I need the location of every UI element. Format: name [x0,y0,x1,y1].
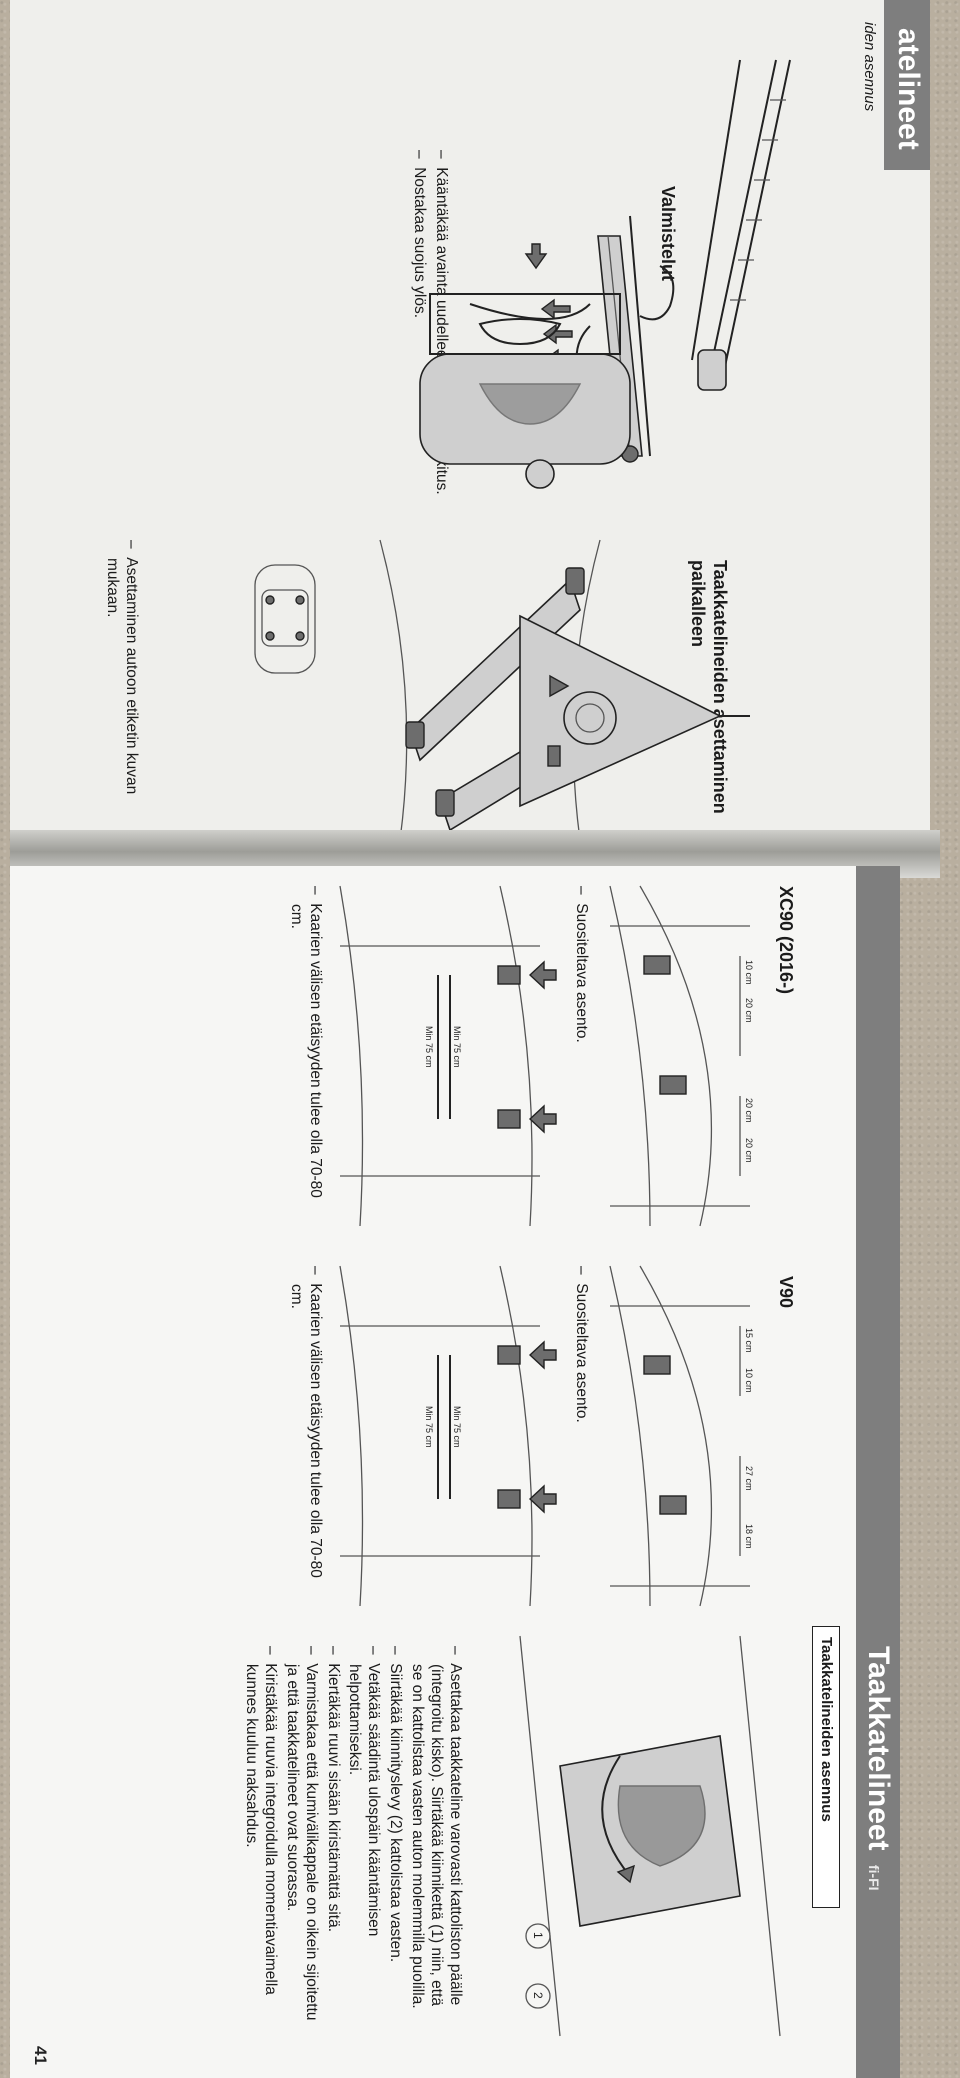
right-header-title: Taakkatelineet fi-FI [859,1646,896,1891]
xc90-dim-4: 20 cm [744,1138,754,1163]
arrow-down-icon [540,298,571,320]
v90-dim-3: 27 cm [744,1466,754,1491]
page-number: 41 [31,2046,50,2065]
xc90-bullet-position: Suositeltava asento. [568,886,590,1186]
v90-dim-4: 18 cm [744,1524,754,1549]
right-header-title-text: Taakkatelineet [862,1646,895,1851]
section-tab-label: Taakkatelineiden asennus [818,1637,835,1822]
placement-bullets: Asettaminen autoon etiketin kuvan mukaan… [99,540,140,830]
xc90-dim-3: 20 cm [744,1098,754,1123]
v90-bullet-distance-text: Kaarien välisen etäisyyden tulee olla 70… [286,1266,324,1596]
instruction-6: Kiristäkää ruuvia integroidulla momentia… [241,1646,279,2026]
v90-heading: V90 [776,1276,796,1309]
right-header-bar [856,866,900,2078]
v90-min-1: Min 75 cm [452,1406,462,1448]
warning-triangle-icon [549,674,570,698]
section-tab: Taakkatelineiden asennus [812,1626,840,1908]
xc90-min-2: Min 75 cm [424,1026,434,1068]
lock-mechanism-illustration [419,243,631,489]
xc90-dim-1: 10 cm [744,960,754,985]
label-sticker-illustration [519,614,750,808]
instruction-3: Vetäkää säädintä ulospäin kääntämisen he… [345,1646,382,2026]
right-header-lang: fi-FI [866,1864,882,1891]
xc90-side-diagram: Min 75 cm Min 75 cm [339,885,557,1227]
mounting-closeup-illustration: 1 2 [519,1635,781,2037]
xc90-bullet-distance-text: Kaarien välisen etäisyyden tulee olla 70… [286,886,324,1216]
xc90-bullet-position-text: Suositeltava asento. [571,886,590,1186]
xc90-heading: XC90 (2016-) [776,886,796,995]
v90-dim-1: 15 cm [744,1328,754,1353]
xc90-min-1: Min 75 cm [452,1026,462,1068]
arrow-down-icon [528,960,557,990]
instruction-1: Asettakaa taakkateline varovasti kattoli… [407,1646,464,2026]
xc90-dim-2: 20 cm [744,998,754,1023]
v90-top-diagram: 15 cm 10 cm 27 cm 18 cm [609,1265,754,1607]
xc90-bullet-distance: Kaarien välisen etäisyyden tulee olla 70… [283,886,324,1216]
instruction-5: Varmistakaa että kumivälikappale on oike… [282,1646,320,2026]
roof-bar-top-illustration [691,59,791,391]
v90-bullet-position-text: Suositeltava asento. [571,1266,590,1566]
right-page: Taakkatelineet fi-FI Taakkatelineiden as… [10,866,900,2078]
instructions-list: Asettakaa taakkateline varovasti kattoli… [238,1646,464,2026]
callout-2: 2 [531,1992,545,1999]
v90-side-diagram: Min 75 cm Min 75 cm [339,1265,557,1607]
v90-dim-2: 10 cm [744,1368,754,1393]
placement-bullet-1: Asettaminen autoon etiketin kuvan mukaan… [102,540,140,830]
callout-1: 1 [531,1932,545,1939]
xc90-top-diagram: 10 cm 20 cm 20 cm 20 cm [609,885,754,1227]
left-page: atelineet iden asennus Valmistelut Käänt… [10,0,930,838]
v90-bullet-distance: Kaarien välisen etäisyyden tulee olla 70… [283,1266,324,1596]
v90-min-2: Min 75 cm [424,1406,434,1448]
instruction-2: Siirtäkää kiinnityslevy (2) kattolistaa … [385,1646,404,2026]
left-header-subtitle: iden asennus [861,22,878,112]
left-header-title: atelineet [892,28,925,150]
car-top-view-icon [254,564,316,674]
instruction-4: Kiertäkää ruuvi sisään kiristämättä sitä… [323,1646,342,2026]
v90-bullet-position: Suositeltava asento. [568,1266,590,1566]
